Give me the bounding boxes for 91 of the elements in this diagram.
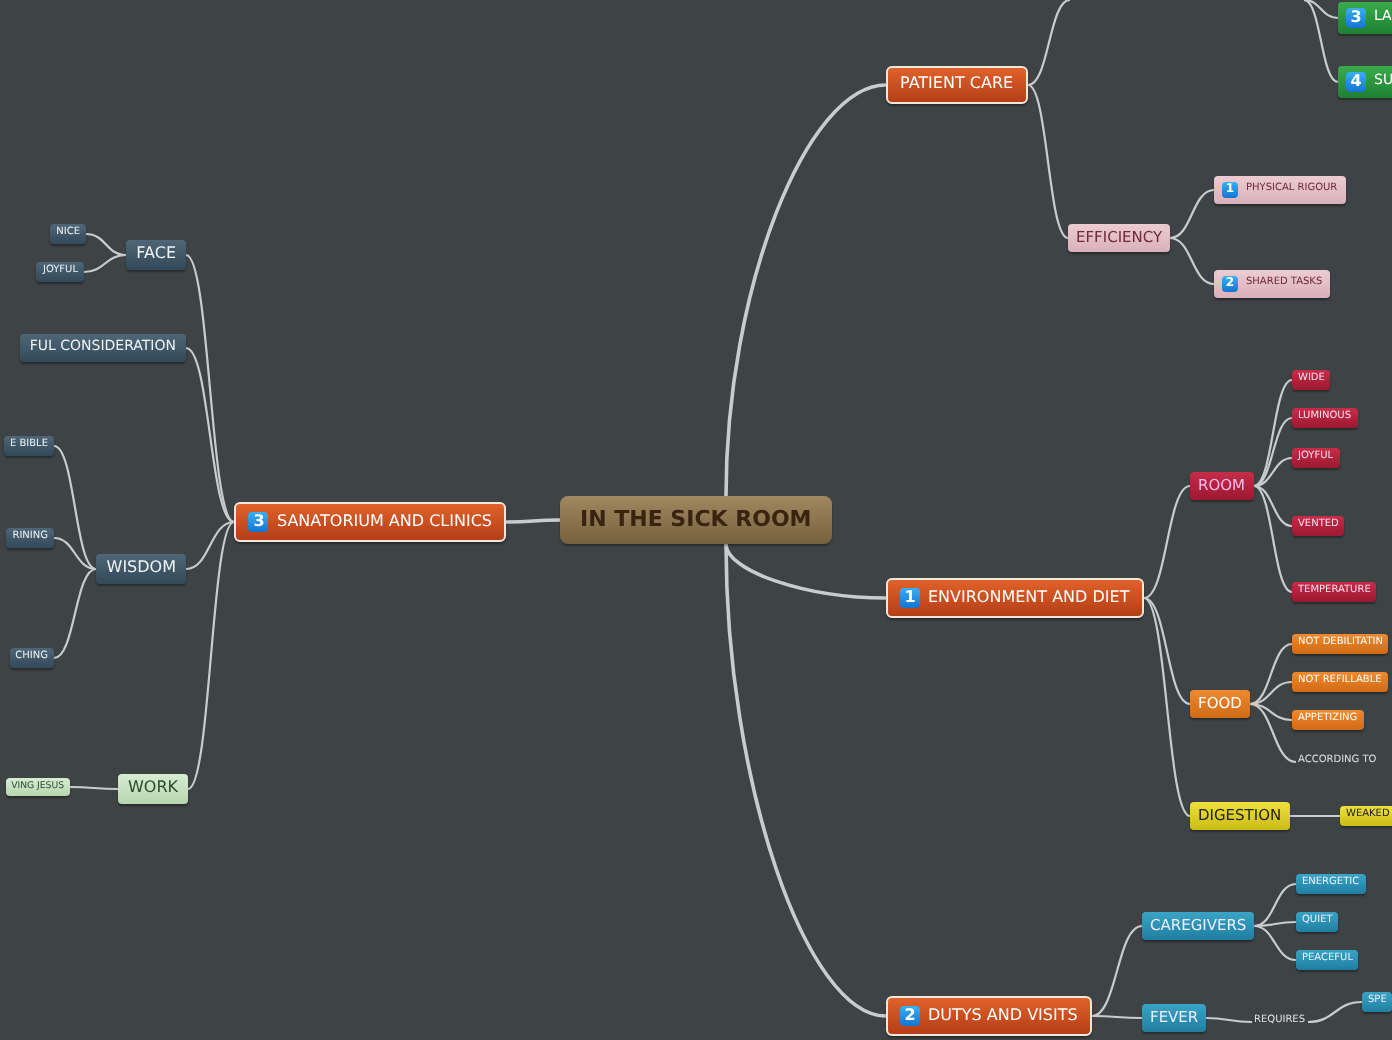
connector-line (1290, 814, 1340, 818)
connector-line (1169, 236, 1215, 286)
topic-label: SANATORIUM AND CLINICS (276, 513, 492, 531)
connector-line (1169, 188, 1215, 240)
connector-line (1249, 702, 1293, 722)
subtopic-box (1338, 2, 1392, 34)
subtopic-box (1190, 472, 1253, 501)
leaf-box (1292, 516, 1345, 535)
subtopic-box (1142, 1004, 1207, 1033)
connector-line (1206, 1016, 1252, 1024)
connector-line (1249, 702, 1297, 764)
connector-line (83, 253, 127, 274)
main-topic-box (886, 996, 1092, 1036)
connector-line (1091, 924, 1143, 1018)
connector-line (1253, 924, 1297, 962)
subtopic-box (1338, 66, 1392, 98)
subtopic-box (117, 774, 188, 804)
connector-line (1253, 416, 1293, 488)
connector-line (1254, 920, 1296, 928)
leaf-box (3, 436, 54, 455)
connector-line (1253, 485, 1293, 593)
connector-line (1143, 596, 1191, 706)
subtopic-box (1068, 224, 1171, 253)
number-badge: 2 (900, 1006, 920, 1026)
topic-label: PATIENT CARE (900, 76, 1014, 94)
subtopic-box (126, 240, 186, 270)
connector-line (185, 520, 235, 571)
connector-line (185, 347, 235, 523)
connector-line (1253, 456, 1293, 488)
connector-line (724, 543, 887, 600)
subtopic-box (19, 334, 186, 362)
number-badge: 1 (900, 588, 920, 608)
connector-line (185, 254, 235, 523)
number-badge: 3 (1346, 8, 1366, 28)
number-badge: 4 (1346, 72, 1366, 92)
main-topic-box (234, 502, 506, 542)
leaf-box (1340, 806, 1392, 825)
connector-line (53, 536, 97, 571)
connector-line (1092, 1014, 1142, 1020)
subtopic-box (1190, 690, 1250, 719)
leaf-box (1296, 950, 1359, 969)
topic-label: WISDOM (106, 560, 176, 578)
leaf-box (5, 778, 70, 797)
subtopic-box (1214, 176, 1346, 204)
main-topic-box (886, 578, 1144, 618)
leaf-box (1296, 874, 1366, 893)
connector-line (1249, 642, 1293, 706)
subtopic-box (1214, 270, 1331, 298)
connector-line (1249, 680, 1293, 706)
leaf-box (36, 262, 84, 281)
connector-line (1143, 597, 1191, 817)
leaf-box (1362, 992, 1392, 1011)
connector-line (1027, 84, 1069, 239)
leaf-box (1292, 408, 1357, 427)
topic-label: FACE (136, 246, 176, 264)
connector-line (53, 567, 97, 660)
connector-line (1253, 379, 1293, 487)
connector-line (724, 83, 887, 497)
leaf-box (1292, 448, 1340, 467)
subtopic-box (1142, 912, 1255, 941)
leaf-box (1296, 912, 1339, 931)
connector-line (1253, 882, 1297, 928)
connector-line (506, 518, 560, 524)
subtopic-box (1190, 802, 1290, 831)
connector-line (1303, 0, 1339, 20)
connector-line (1303, 0, 1339, 83)
leaf-box (9, 648, 54, 667)
topic-label: ENVIRONMENT AND DIET (928, 589, 1130, 607)
subtopic-box (96, 554, 186, 584)
leaf-box (1292, 582, 1377, 601)
leaf-box (50, 224, 86, 243)
number-badge: 3 (248, 512, 269, 532)
connector-line (724, 543, 887, 1018)
connector-line (1253, 484, 1293, 528)
connector-line (1143, 485, 1191, 599)
central-topic-box (560, 496, 832, 545)
topic-label: WORK (127, 780, 178, 798)
connector-line (1307, 1000, 1363, 1024)
topic-label: IN THE SICK ROOM (580, 508, 812, 533)
connector-line (187, 521, 235, 790)
leaf-box (1292, 634, 1389, 653)
topic-label: DUTYS AND VISITS (928, 1007, 1078, 1025)
leaf-box (1292, 370, 1331, 389)
connector-line (85, 232, 127, 257)
connector-line (1027, 0, 1071, 87)
leaf-box (1292, 672, 1388, 691)
leaf-box (1292, 710, 1364, 729)
connector-line (53, 445, 97, 570)
main-topic-box (886, 66, 1028, 104)
leaf-box (6, 528, 54, 547)
connector-line (70, 785, 118, 791)
